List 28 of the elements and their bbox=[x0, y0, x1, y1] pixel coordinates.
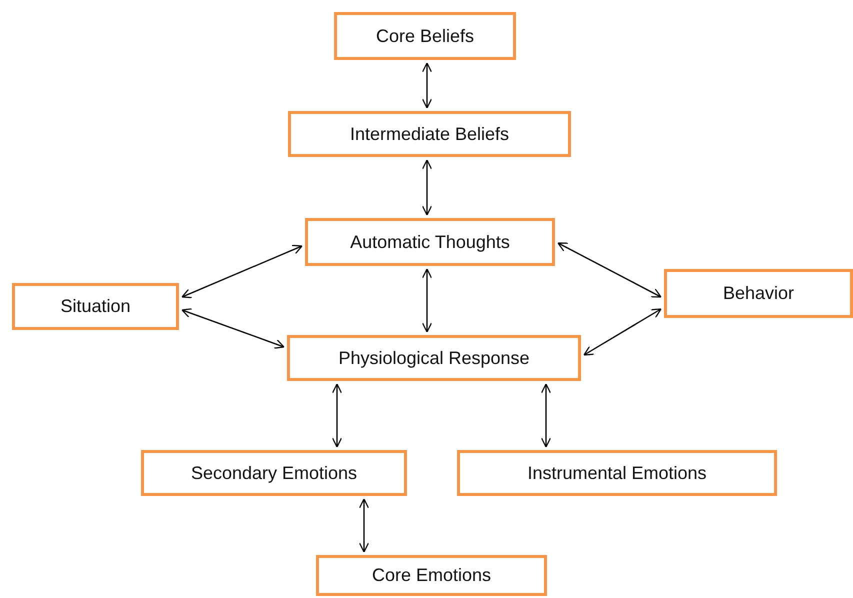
process-box bbox=[316, 555, 547, 596]
box-label: Behavior bbox=[722, 283, 794, 304]
double-arrow bbox=[583, 308, 662, 356]
double-arrow bbox=[181, 308, 285, 349]
double-arrow bbox=[557, 242, 662, 298]
box-label: Core Emotions bbox=[372, 565, 492, 586]
box-label: Core Beliefs bbox=[376, 26, 474, 46]
double-arrow bbox=[181, 244, 303, 298]
box-label: Automatic Thoughts bbox=[350, 232, 510, 252]
process-box bbox=[12, 283, 179, 330]
box-label: Intermediate Beliefs bbox=[350, 124, 510, 144]
process-box bbox=[287, 335, 581, 381]
process-box bbox=[141, 450, 407, 496]
box-label: Secondary Emotions bbox=[190, 462, 358, 484]
process-box bbox=[334, 12, 516, 60]
double-arrow bbox=[422, 268, 432, 333]
box-label: Instrumental Emotions bbox=[527, 462, 707, 484]
process-box bbox=[664, 269, 853, 318]
double-arrow bbox=[540, 383, 552, 448]
double-arrow bbox=[332, 383, 342, 448]
double-arrow bbox=[422, 159, 432, 216]
process-box bbox=[457, 450, 777, 496]
double-arrow bbox=[358, 498, 370, 553]
process-box bbox=[305, 218, 555, 266]
process-box bbox=[288, 111, 571, 157]
double-arrow bbox=[422, 62, 432, 109]
box-label: Situation bbox=[60, 296, 131, 317]
box-label: Physiological Response bbox=[338, 348, 530, 368]
